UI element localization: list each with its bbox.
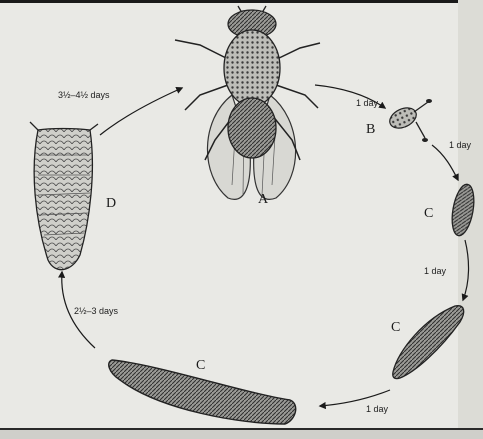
duration-pupa-to-adult: 3½–4½ days [58, 90, 110, 100]
duration-adult-to-egg: 1 day [356, 98, 378, 108]
stage-label-pupa: D [106, 196, 116, 212]
duration-larva-2-to-3: 1 day [366, 404, 388, 414]
stage-label-larva-3: C [196, 358, 205, 374]
stage-label-larva-2: C [391, 320, 400, 336]
egg-drawing [387, 99, 432, 142]
stage-label-larva-1: C [424, 206, 433, 222]
duration-egg-to-larva: 1 day [449, 140, 471, 150]
arrow-pupa-to-adult [100, 88, 182, 135]
duration-larva-to-pupa: 2½–3 days [74, 306, 118, 316]
arrow-egg-to-larva [432, 145, 458, 180]
stage-label-egg: B [366, 122, 375, 138]
duration-larva-1-to-2: 1 day [424, 266, 446, 276]
larva-2-drawing [393, 306, 464, 379]
adult-fly-drawing [175, 6, 320, 199]
pupa-drawing [30, 122, 98, 270]
stage-label-adult: A [258, 192, 268, 208]
